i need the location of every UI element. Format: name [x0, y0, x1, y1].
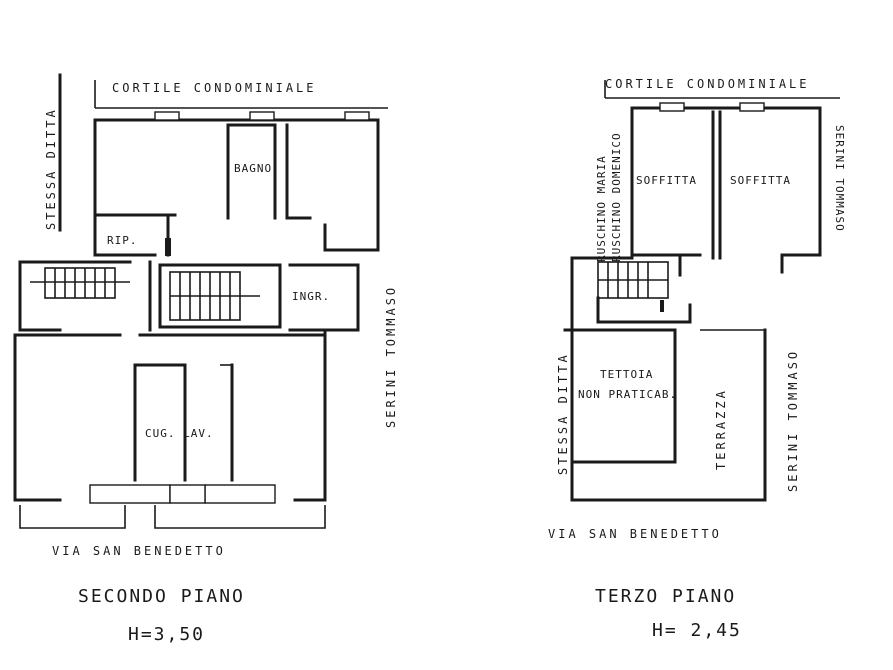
- floor-height: H=3,50: [128, 624, 205, 645]
- room-bath-label: BAGNO: [234, 162, 272, 175]
- second-floor-plan: CORTILE CONDOMINIALE STESSA DITTA BAGNO …: [13, 73, 398, 645]
- floor-height-3: H= 2,45: [652, 620, 742, 641]
- left-neighbor-top-1: RUSCHINO MARIA: [595, 155, 608, 262]
- third-floor-plan: CORTILE CONDOMINIALE RUSCHINO MARIA RUSC…: [548, 77, 846, 641]
- left-neighbor-bottom-label: STESSA DITTA: [556, 352, 570, 475]
- courtyard-label: CORTILE CONDOMINIALE: [112, 81, 317, 95]
- right-neighbor-top-label: SERINI TOMMASO: [833, 125, 846, 232]
- room-kitchen-laundry-label: CUG. LAV.: [145, 427, 214, 440]
- room-attic-1-label: SOFFITTA: [636, 174, 697, 187]
- left-neighbor-top-2: RUSCHINO DOMENICO: [610, 132, 623, 262]
- room-entrance-label: INGR.: [292, 290, 330, 303]
- room-attic-2-label: SOFFITTA: [730, 174, 791, 187]
- room-terrace-label: TERRAZZA: [714, 388, 728, 470]
- right-neighbor-label: SERINI TOMMASO: [384, 285, 398, 428]
- left-neighbor-label: STESSA DITTA: [44, 107, 58, 230]
- room-storage-label: RIP.: [107, 234, 138, 247]
- room-canopy-label-2: NON PRATICAB.: [578, 388, 677, 401]
- floor-title-3: TERZO PIANO: [595, 586, 736, 607]
- street-label-3: VIA SAN BENEDETTO: [548, 527, 722, 541]
- floor-title: SECONDO PIANO: [78, 586, 245, 607]
- courtyard-label-3: CORTILE CONDOMINIALE: [605, 77, 810, 91]
- room-canopy-label-1: TETTOIA: [600, 368, 653, 381]
- street-label: VIA SAN BENEDETTO: [52, 544, 226, 558]
- right-neighbor-bottom-label: SERINI TOMMASO: [786, 349, 800, 492]
